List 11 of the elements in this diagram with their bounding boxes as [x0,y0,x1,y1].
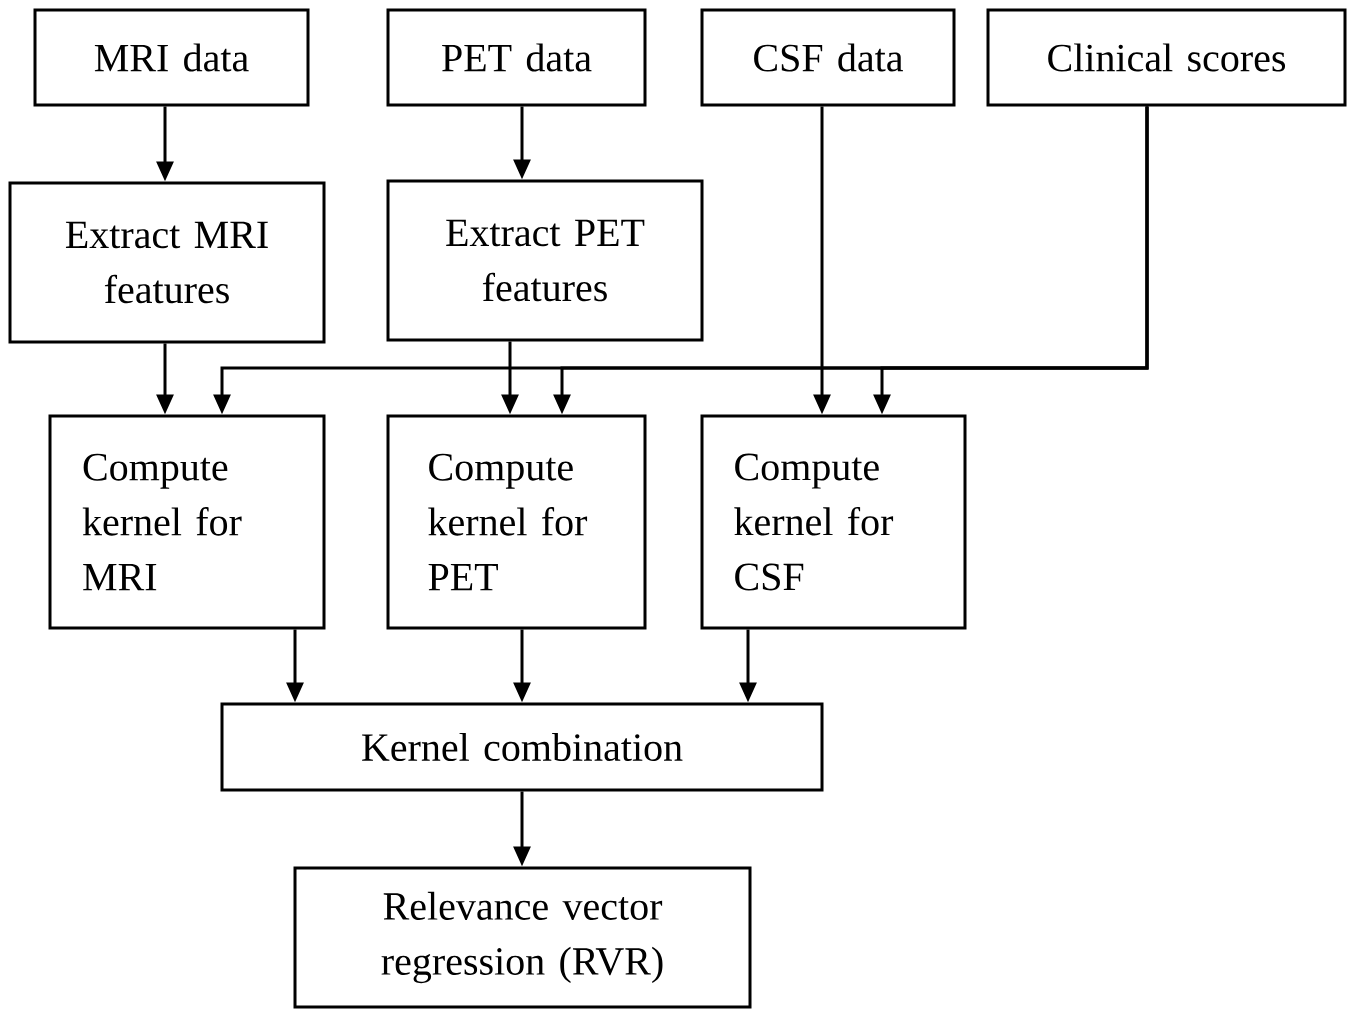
process-box: Extract MRI features [8,181,326,344]
process-box: PET data [386,8,647,107]
process-box: Clinical scores [986,8,1347,107]
process-box: Extract PET features [386,179,704,342]
process-box: Compute kernel for MRI [48,414,326,630]
process-box: Relevance vector regression (RVR) [293,866,752,1009]
process-box: Kernel combination [220,702,824,792]
process-box: Compute kernel for PET [386,414,647,630]
process-box: CSF data [700,8,956,107]
process-box: MRI data [33,8,310,107]
process-box: Compute kernel for CSF [700,414,967,630]
